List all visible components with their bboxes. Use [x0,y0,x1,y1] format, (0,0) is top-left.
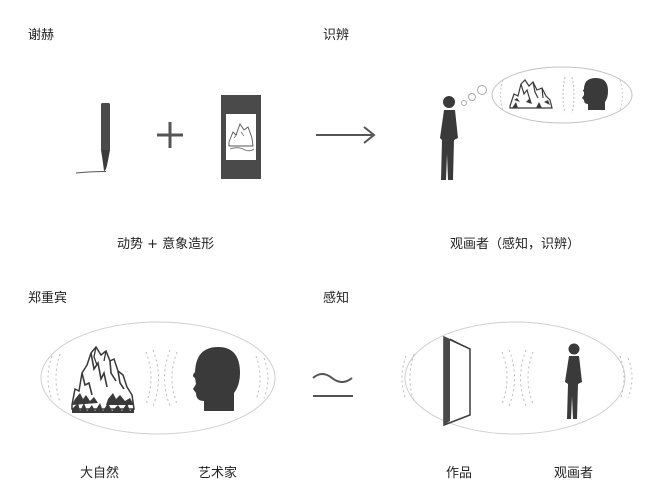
right-arrow-icon [316,126,376,144]
plus-icon [157,122,183,148]
heading-zhengzhongbin: 郑重宾 [28,291,68,306]
framed-artwork-icon [443,335,471,427]
thought-bubble-icon [461,66,633,124]
nature-artist-ellipse [40,321,276,435]
mountain-landscape-icon [509,79,553,109]
caption-artist: 艺术家 [198,466,238,481]
caption-viewer: 观画者 [554,466,594,481]
mountain-landscape-icon [71,345,135,413]
standing-person-icon [565,343,582,419]
calligraphy-brush-icon [75,103,110,174]
artwork-viewer-ellipse [401,321,633,435]
caption-nature: 大自然 [80,466,120,481]
heading-shibian: 识辨 [323,28,350,43]
landscape-scroll-painting-icon [221,95,261,179]
heading-xiehe: 谢赫 [28,28,55,43]
standing-person-icon [440,96,458,180]
caption-dynamics-imagery: 动势 + 意象造形 [117,237,215,252]
heading-ganzhi: 感知 [323,291,350,306]
caption-artwork: 作品 [446,466,473,481]
approximately-equal-icon [312,373,353,397]
human-head-profile-icon [582,78,608,110]
caption-viewer-perception: 观画者（感知，识辨） [450,237,581,252]
human-head-profile-icon [193,347,240,411]
